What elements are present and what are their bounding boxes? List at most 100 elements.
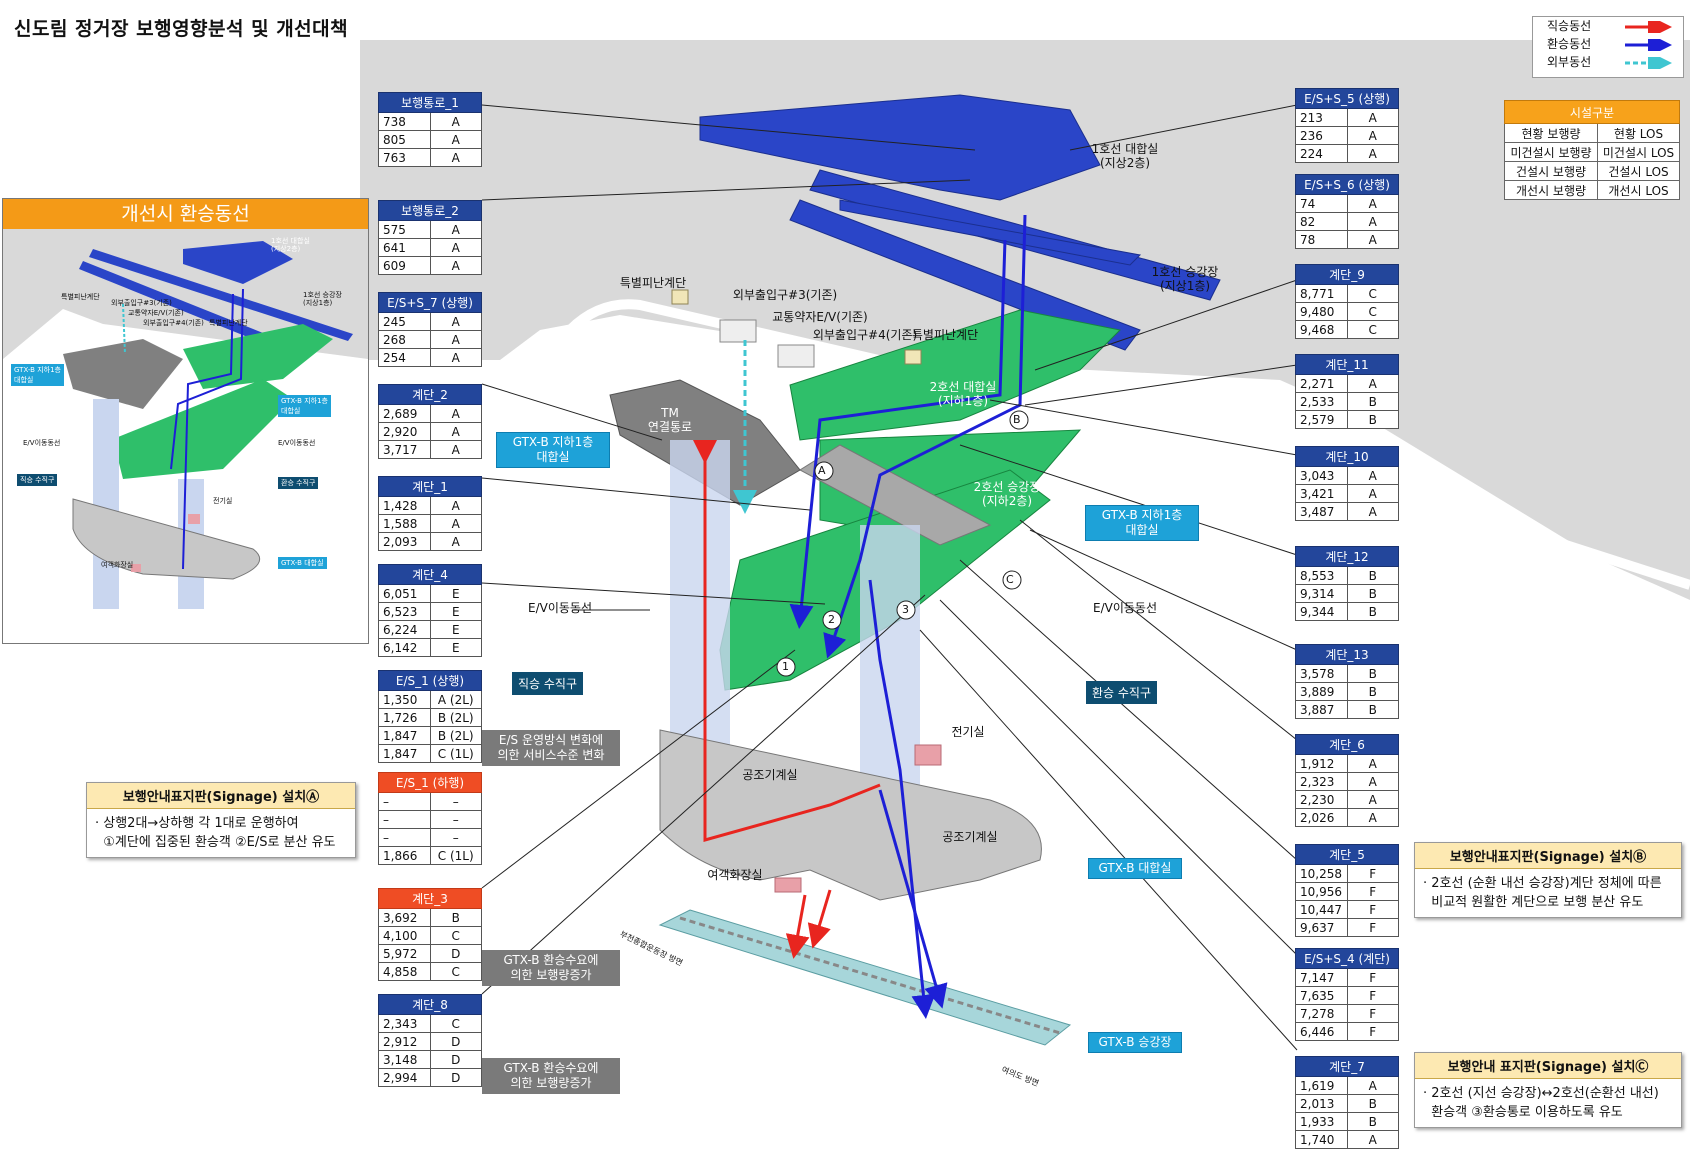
table-cell: 8,553 bbox=[1295, 566, 1348, 585]
table-cell: 개선시 보행량 bbox=[1503, 180, 1599, 200]
label-external-exit-4: 외부출입구#4(기존) bbox=[812, 328, 918, 342]
table-cell: B bbox=[1346, 584, 1399, 603]
table-cell: 10,956 bbox=[1295, 882, 1348, 901]
table-cell: C bbox=[1346, 284, 1399, 303]
table-cell: 현황 보행량 bbox=[1503, 123, 1599, 143]
table-cell: B bbox=[1346, 1094, 1399, 1113]
table-cell: E bbox=[429, 638, 482, 657]
table-cell: B bbox=[1346, 602, 1399, 621]
table-header: 계단_11 bbox=[1295, 354, 1399, 375]
line1-platform-b bbox=[789, 199, 1141, 351]
table-cell: 3,692 bbox=[378, 908, 431, 927]
table-cell: A bbox=[429, 148, 482, 167]
table-cell: 개선시 LOS bbox=[1597, 180, 1680, 200]
table-cell: 213 bbox=[1295, 108, 1348, 127]
table-cell: – bbox=[429, 792, 482, 811]
inset-label-emergency-stair: 특별피난계단 bbox=[61, 293, 100, 301]
table-cell: 245 bbox=[378, 312, 431, 331]
table-cell: 2,533 bbox=[1295, 392, 1348, 411]
table-cell: 3,889 bbox=[1295, 682, 1348, 701]
inset-diagram bbox=[3, 229, 368, 609]
table-cell: A bbox=[429, 330, 482, 349]
table-cell: 6,224 bbox=[378, 620, 431, 639]
table-cell: A bbox=[429, 422, 482, 441]
table-cell: 8,771 bbox=[1295, 284, 1348, 303]
label-line2-platform: 2호선 승강장 (지하2층) bbox=[973, 480, 1041, 508]
table-cell: 2,026 bbox=[1295, 808, 1348, 827]
note-b-line-2: 비교적 원활한 계단으로 보행 분산 유도 bbox=[1423, 895, 1644, 910]
table-cell: C (1L) bbox=[429, 846, 482, 865]
table-cell: B (2L) bbox=[429, 726, 482, 745]
marker-a: A bbox=[818, 464, 826, 477]
inset-improved-transfer: 개선시 환승동선 1호선 대합실 (지상2층) 1호선 승강장 (지상1층) 특… bbox=[2, 198, 369, 644]
table-cell: A bbox=[429, 238, 482, 257]
note-signage-b: 보행안내표지판(Signage) 설치Ⓑ · 2호선 (순환 내선 승강장)계단… bbox=[1414, 842, 1682, 918]
table-cell: 2,579 bbox=[1295, 410, 1348, 429]
inset-label-line1-platform: 1호선 승강장 (지상1층) bbox=[303, 291, 342, 307]
table-cell: 4,100 bbox=[378, 926, 431, 945]
table-cell: 2,912 bbox=[378, 1032, 431, 1051]
table-cell: A bbox=[429, 220, 482, 239]
table-cell: B bbox=[1346, 566, 1399, 585]
table-cell: A bbox=[1346, 230, 1399, 249]
table-cell: – bbox=[378, 810, 431, 829]
inset-label-line1-hall: 1호선 대합실 (지상2층) bbox=[271, 237, 310, 253]
table-cell: 4,858 bbox=[378, 962, 431, 981]
table-cell: A bbox=[429, 532, 482, 551]
inset-label-emergency-stair-2: 특별피난계단 bbox=[209, 319, 248, 327]
table-cell: D bbox=[429, 944, 482, 963]
table-cell: E bbox=[429, 620, 482, 639]
note-a-line-1: · 상행2대→상하행 각 1대로 운행하여 bbox=[95, 816, 299, 831]
table-cell: 2,271 bbox=[1295, 374, 1348, 393]
table-cell: B bbox=[1346, 1112, 1399, 1131]
table-cell: B bbox=[1346, 700, 1399, 719]
table-cell: C bbox=[429, 1014, 482, 1033]
inset-label-electrical-room: 전기실 bbox=[213, 497, 233, 505]
label-emergency-stair-right: 특별피난계단 bbox=[911, 328, 979, 342]
table-cell: D bbox=[429, 1068, 482, 1087]
table-cell: A bbox=[429, 440, 482, 459]
table-cell: E bbox=[429, 602, 482, 621]
table-cell: 1,866 bbox=[378, 846, 431, 865]
table-header: 계단_9 bbox=[1295, 264, 1399, 285]
label-gtx-demand-1: GTX-B 환승수요에 의한 보행량증가 bbox=[482, 950, 620, 986]
table-cell: 1,847 bbox=[378, 744, 431, 763]
table-cell: 3,578 bbox=[1295, 664, 1348, 683]
table-header: E/S+S_6 (상행) bbox=[1295, 174, 1399, 195]
table-cell: 7,635 bbox=[1295, 986, 1348, 1005]
table-cell: A bbox=[1346, 754, 1399, 773]
table-cell: 3,421 bbox=[1295, 484, 1348, 503]
note-b-line-1: · 2호선 (순환 내선 승강장)계단 정체에 따른 bbox=[1423, 876, 1662, 891]
table-header: 계단_6 bbox=[1295, 734, 1399, 755]
table-cell: A bbox=[1346, 1130, 1399, 1149]
table-cell: 2,323 bbox=[1295, 772, 1348, 791]
table-cell: F bbox=[1346, 900, 1399, 919]
table-cell: 1,933 bbox=[1295, 1112, 1348, 1131]
table-cell: 건설시 보행량 bbox=[1503, 161, 1599, 181]
table-cell: F bbox=[1346, 968, 1399, 987]
table-cell: 7,147 bbox=[1295, 968, 1348, 987]
table-cell: 3,887 bbox=[1295, 700, 1348, 719]
table-cell: 3,717 bbox=[378, 440, 431, 459]
label-accessible-ev: 교통약자E/V(기존) bbox=[772, 310, 868, 324]
table-cell: 1,428 bbox=[378, 496, 431, 515]
legend-external: 외부동선 bbox=[1547, 55, 1672, 69]
table-cell: 2,343 bbox=[378, 1014, 431, 1033]
table-cell: A bbox=[429, 256, 482, 275]
inset-label-direct-shaft: 직승 수직구 bbox=[17, 474, 58, 486]
table-cell: – bbox=[429, 810, 482, 829]
table-cell: A bbox=[429, 348, 482, 367]
note-b-title: 보행안내표지판(Signage) 설치Ⓑ bbox=[1415, 843, 1681, 869]
table-header: E/S+S_5 (상행) bbox=[1295, 88, 1399, 109]
facility-header: 시설구분 bbox=[1504, 100, 1680, 124]
table-cell: A bbox=[429, 312, 482, 331]
inset-label-transfer-shaft: 환승 수직구 bbox=[278, 477, 319, 489]
table-cell: A bbox=[1346, 1076, 1399, 1095]
